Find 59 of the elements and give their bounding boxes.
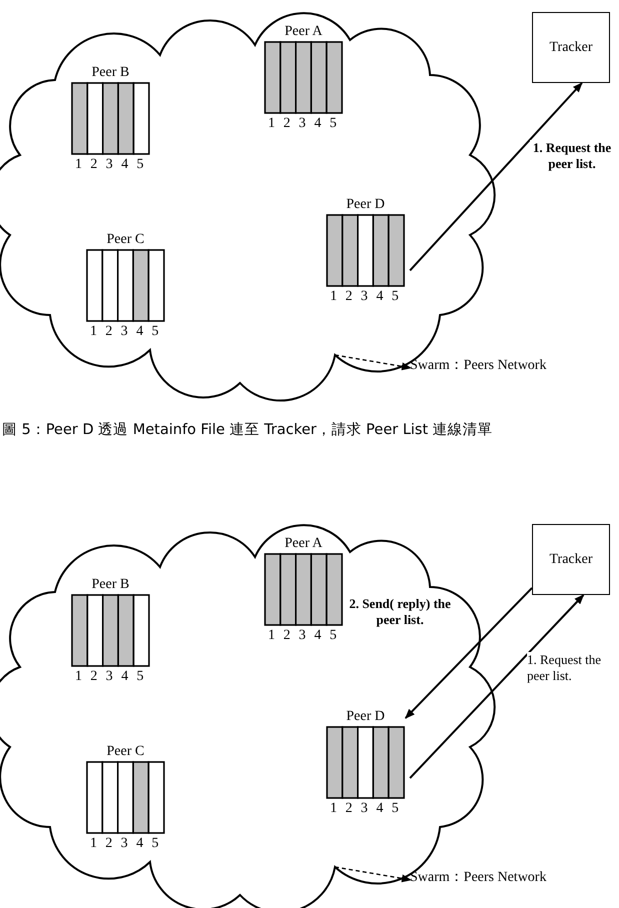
piece-number: 5 [330,116,337,132]
piece-number: 2 [283,628,290,644]
piece-number: 5 [136,157,144,172]
piece-number: 1 [75,669,82,684]
piece-number: 4 [314,116,322,132]
piece-number: 4 [136,836,144,852]
piece-number: 2 [105,324,112,340]
piece-number: 2 [90,157,98,172]
piece-number: 3 [106,157,113,172]
piece-number: 4 [121,157,128,172]
piece-number: 1 [268,116,275,132]
piece-number: 4 [376,289,384,304]
piece-number: 1 [90,324,97,340]
network-label: Swarm：Peers Network [410,358,546,374]
piece-number: 5 [152,836,159,852]
piece-number: 5 [392,289,399,304]
piece-number: 3 [120,324,128,340]
edge-label: 1. Request the peer list. [530,140,614,172]
piece-number: 2 [105,836,112,852]
piece-number: 5 [330,628,337,644]
piece-number: 1 [90,836,97,852]
piece-number: 1 [75,157,82,172]
piece-number: 5 [136,669,144,684]
peer-label: Peer B [90,65,130,80]
tracker-box: Tracker [532,524,610,595]
network-label: Swarm：Peers Network [410,870,546,886]
piece-number: 5 [392,801,399,816]
piece-number: 3 [360,801,368,816]
arrow [404,587,533,719]
piece-number: 3 [120,836,128,852]
piece-number: 3 [298,116,306,132]
peer-label: Peer C [106,744,146,760]
peer-label: Peer D [345,709,386,724]
piece-number: 3 [298,628,306,644]
dashed-arrow [334,866,412,882]
peer-label: Peer D [345,197,386,212]
piece-number: 2 [283,116,290,132]
dashed-arrow [334,354,412,370]
peer-label: Peer A [284,536,324,552]
piece-number: 3 [360,289,368,304]
piece-number: 1 [268,628,275,644]
arrow [409,82,583,272]
tracker-box: Tracker [532,12,610,83]
peer-label: Peer B [90,577,130,592]
piece-number: 1 [330,801,337,816]
piece-number: 4 [376,801,384,816]
piece-number: 4 [121,669,128,684]
piece-number: 4 [314,628,322,644]
piece-number: 5 [152,324,159,340]
piece-number: 2 [345,801,352,816]
peer-label: Peer C [106,232,146,248]
piece-number: 4 [136,324,144,340]
piece-number: 3 [106,669,113,684]
piece-number: 2 [90,669,98,684]
piece-number: 2 [345,289,352,304]
piece-number: 1 [330,289,337,304]
figure-caption: 圖 5：Peer D 透過 Metainfo File 連至 Tracker，請求 Peer List 連線清單 [2,423,493,439]
arrow [409,594,584,779]
peer-label: Peer A [284,24,324,40]
